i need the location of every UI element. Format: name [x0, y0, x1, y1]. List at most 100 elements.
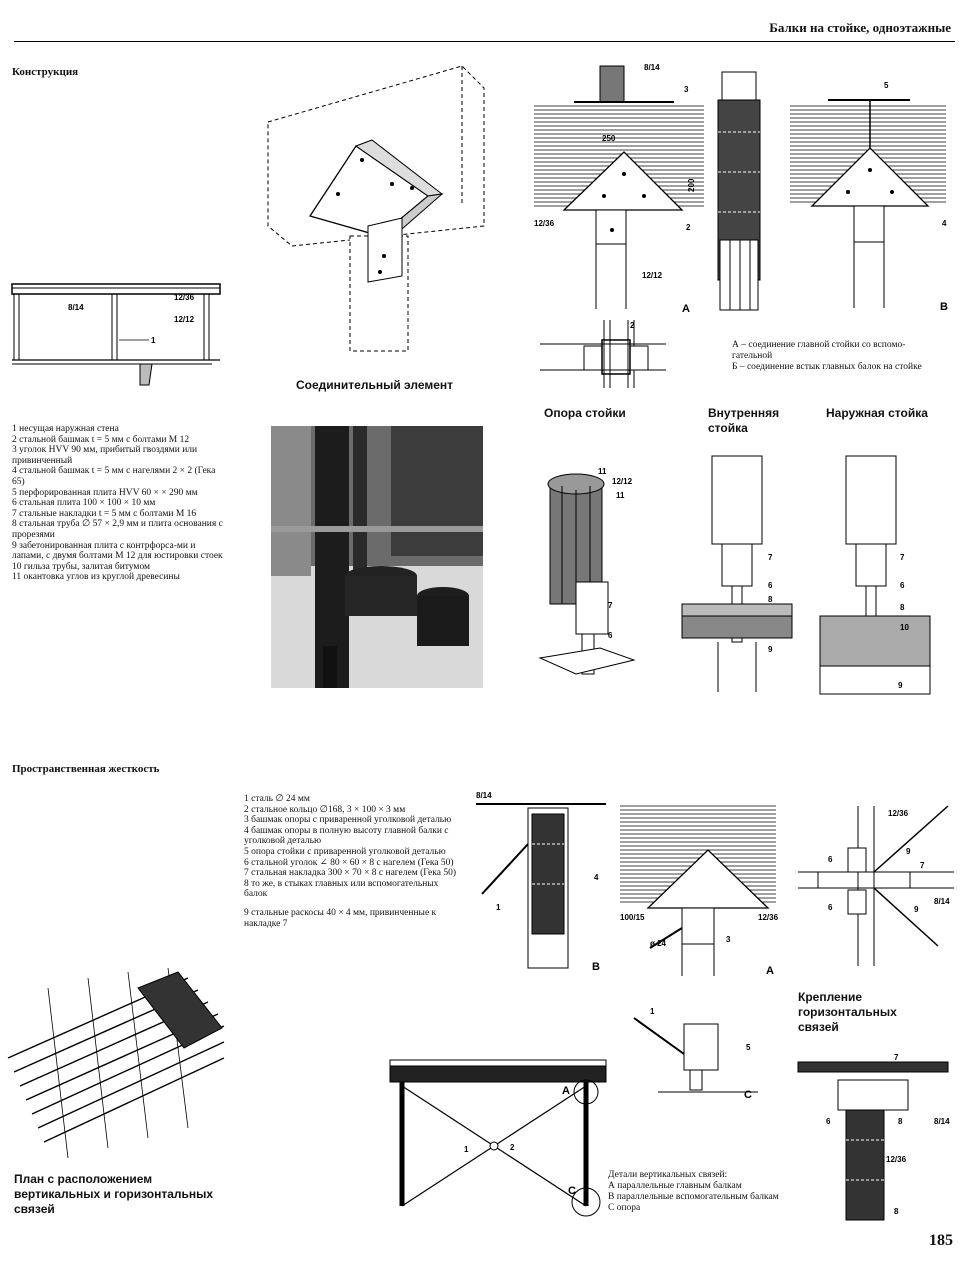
connector-isometric-drawing — [267, 65, 485, 352]
legend-item: С опора — [608, 1203, 641, 1213]
label-8-14-d: 8/14 — [934, 1117, 950, 1126]
svg-text:8: 8 — [898, 1117, 903, 1126]
bracing-plan-isometric-drawing — [7, 967, 225, 1159]
label-b-bottom: B — [592, 961, 600, 973]
header-rule — [14, 41, 955, 42]
svg-text:7: 7 — [768, 553, 773, 562]
svg-text:9: 9 — [768, 645, 773, 654]
label-b: B — [940, 301, 948, 313]
label-12-36-d: 12/36 — [888, 809, 909, 818]
svg-text:3: 3 — [684, 85, 689, 94]
legend-item: 5 перфорированная плита HVV 60 × × 290 м… — [12, 487, 198, 498]
section-title-rigidity: Пространственная жесткость — [12, 763, 160, 775]
legend-item: 2 стальное кольцо ∅168, 3 × 100 × 3 мм — [244, 804, 406, 815]
legend-item: 6 стальной уголок ∠ 80 × 60 × 8 с нагеле… — [244, 857, 454, 868]
svg-text:6: 6 — [828, 903, 833, 912]
svg-text:6: 6 — [826, 1117, 831, 1126]
svg-text:9: 9 — [914, 905, 919, 914]
construction-legend: 1 несущая наружная стена 2 стальной башм… — [12, 424, 224, 583]
column-base-isometric-drawing: 11 12/12 11 7 6 — [538, 467, 636, 675]
joint-b-drawing: 5 4 B — [790, 81, 948, 313]
svg-text:8: 8 — [768, 595, 773, 604]
rigidity-legend: 1 сталь ∅ 24 мм 2 стальное кольцо ∅168, … — [244, 794, 458, 929]
svg-text:7: 7 — [920, 861, 925, 870]
svg-text:1: 1 — [464, 1145, 469, 1154]
legend-item: 11 окантовка углов из круглой древесины — [12, 572, 180, 583]
caption-connector: Соединительный элемент — [296, 378, 454, 392]
label-c-elev: C — [568, 1185, 576, 1197]
label-100-15: 100/15 — [620, 913, 645, 922]
svg-text:6: 6 — [768, 581, 773, 590]
vertical-bracing-legend: Детали вертикальных связей: А параллельн… — [608, 1170, 838, 1214]
label-8-14-b: 8/14 — [476, 791, 492, 800]
legend-item: В параллельные вспомогательным балкам — [608, 1192, 779, 1202]
svg-text:9: 9 — [906, 847, 911, 856]
dim-250: 250 — [602, 134, 616, 143]
joint-note-b: Б – соединение встык главных балок на ст… — [732, 362, 922, 372]
bracing-detail-a-drawing: 100/15 12/36 ø 24 3 A — [620, 805, 779, 977]
svg-text:2: 2 — [510, 1143, 515, 1152]
legend-item: 8 стальная труба ∅ 57 × 2,9 мм и плита о… — [12, 519, 223, 540]
label-12-36-a: 12/36 — [534, 219, 555, 228]
svg-text:11: 11 — [598, 467, 607, 476]
legend-item: 8 то же, в стыках главных или вспомогате… — [244, 878, 439, 900]
svg-text:7: 7 — [894, 1053, 899, 1062]
column-base-plan-drawing: 2 — [540, 320, 666, 388]
legend-item: 6 стальная плита 100 × 100 × 10 мм — [12, 498, 156, 509]
label-a-elev: A — [562, 1085, 570, 1097]
svg-text:9: 9 — [898, 681, 903, 690]
label-8-14-a: 8/14 — [644, 63, 660, 72]
outer-column-drawing: 7 6 8 10 9 — [819, 455, 931, 695]
page-header-title: Балки на стойке, одноэтажные — [769, 20, 951, 35]
caption-plan: План с расположением вертикальных и гори… — [14, 1172, 214, 1216]
label-c: C — [744, 1089, 752, 1101]
legend-item: 9 стальные раскосы 40 × 4 мм, привинченн… — [244, 907, 437, 929]
svg-text:1: 1 — [151, 336, 156, 345]
column-photo — [271, 426, 483, 688]
label-12-12-a: 12/12 — [642, 271, 663, 280]
caption-horizontal-bracing: Крепление горизонтальных связей — [798, 990, 897, 1034]
dim-200: 200 — [687, 178, 696, 192]
legend-item: А параллельные главным балкам — [608, 1181, 742, 1191]
svg-text:7: 7 — [900, 553, 905, 562]
svg-text:2: 2 — [630, 321, 635, 330]
svg-text:2: 2 — [686, 223, 691, 232]
page-number: 185 — [929, 1232, 953, 1249]
legend-item: 3 башмак опоры с приваренной уголковой д… — [244, 815, 452, 826]
legend-item: 3 уголок HVV 90 мм, прибитый гвоздями ил… — [12, 445, 198, 466]
legend-item: 4 стальной башмак t = 5 мм с нагелями 2 … — [12, 466, 216, 487]
label-12-12: 12/12 — [174, 315, 195, 324]
label-12-36-c: 12/36 — [758, 913, 779, 922]
caption-column-base: Опора стойки — [544, 406, 626, 420]
legend-item: 2 стальной башмак t = 5 мм с болтами М 1… — [12, 434, 190, 445]
bracing-detail-b-drawing: 8/14 4 1 B — [476, 791, 606, 973]
vertical-bracing-elevation-drawing: 1 2 A C — [389, 1059, 607, 1217]
caption-inner-column: Внутренняя стойка — [708, 406, 780, 435]
svg-text:1: 1 — [496, 903, 501, 912]
legend-item: 4 башмак опоры в полную высоту главной б… — [244, 825, 449, 847]
svg-text:4: 4 — [594, 873, 599, 882]
svg-text:1: 1 — [650, 1007, 655, 1016]
beam-section-drawing: 200 — [687, 71, 761, 311]
joint-a-drawing: 250 12/36 12/12 8/14 3 2 A — [534, 63, 704, 315]
svg-text:5: 5 — [746, 1043, 751, 1052]
joint-note-a: А – соединение главной стойки со вспомо-… — [732, 340, 906, 361]
legend-item: 7 стальная накладка 300 × 70 × 8 с нагел… — [244, 868, 456, 879]
horizontal-bracing-section-drawing: 7 6 8 8/14 12/36 8 — [797, 1053, 950, 1221]
label-a: A — [682, 303, 690, 315]
svg-text:3: 3 — [726, 935, 731, 944]
svg-text:11: 11 — [616, 491, 625, 500]
legend-item: 1 несущая наружная стена — [12, 424, 119, 434]
bracing-detail-c-drawing: 1 5 C — [633, 1007, 758, 1101]
svg-text:4: 4 — [942, 219, 947, 228]
svg-text:8: 8 — [894, 1207, 899, 1216]
section-title-construction: Конструкция — [12, 66, 79, 78]
label-12-36: 12/36 — [174, 293, 195, 302]
svg-text:6: 6 — [900, 581, 905, 590]
svg-text:8: 8 — [900, 603, 905, 612]
label-d24: ø 24 — [650, 939, 667, 948]
horizontal-bracing-plan-drawing: 12/36 6 6 9 7 9 8/14 — [798, 805, 954, 966]
label-12-12-b: 12/12 — [612, 477, 633, 486]
joint-notes: А – соединение главной стойки со вспомо-… — [732, 340, 932, 373]
svg-text:5: 5 — [884, 81, 889, 90]
